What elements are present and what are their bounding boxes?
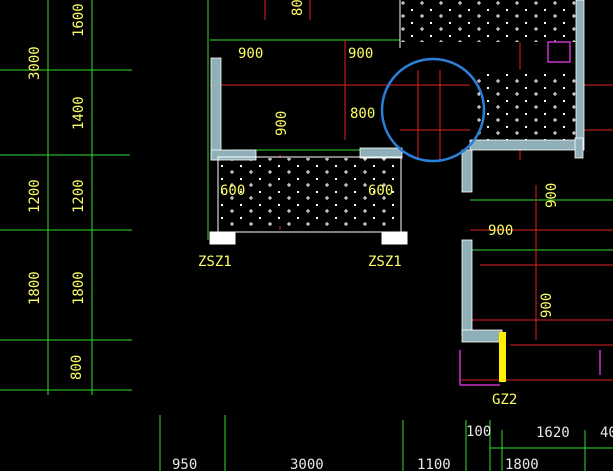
label-900-mid-vertical: 900 bbox=[274, 111, 290, 136]
dim-left-outer-3: 1800 bbox=[27, 271, 43, 305]
label-zsz1-right: ZSZ1 bbox=[368, 254, 402, 270]
dim-bottom-1620: 1620 bbox=[536, 425, 570, 441]
label-800-top: 800 bbox=[290, 0, 306, 16]
room-dimension-labels: 900 900 800 900 800 900 900 900 600 600 bbox=[220, 0, 560, 318]
label-900-right-vertical: 900 bbox=[544, 183, 560, 208]
gz2-column[interactable] bbox=[499, 332, 506, 382]
label-900-top-mid: 900 bbox=[348, 46, 373, 62]
label-600-slab-left: 600 bbox=[220, 183, 245, 199]
label-900-top-left: 900 bbox=[238, 46, 263, 62]
label-900-right-vertical-2: 900 bbox=[539, 293, 555, 318]
bottom-dimension-labels: 100 1620 40 950 3000 1100 1800 bbox=[172, 424, 613, 471]
magenta-markers bbox=[459, 41, 601, 386]
dim-bottom-40: 40 bbox=[600, 425, 613, 441]
dim-left-inner-3: 1200 bbox=[71, 179, 87, 213]
dim-left-inner-1: 1600 bbox=[71, 3, 87, 37]
slab-hatch-areas bbox=[218, 0, 578, 226]
dim-left-inner-2: 1400 bbox=[71, 96, 87, 130]
dim-bottom-3000: 3000 bbox=[290, 457, 324, 471]
left-dimension-labels: 3000 1200 1800 800 1600 1400 1200 1800 bbox=[27, 3, 87, 380]
label-zsz1-left: ZSZ1 bbox=[198, 254, 232, 270]
label-gz2: GZ2 bbox=[492, 392, 517, 408]
dim-bottom-1100: 1100 bbox=[417, 457, 451, 471]
label-600-slab-right: 600 bbox=[368, 183, 393, 199]
slab-outlines bbox=[209, 0, 408, 245]
dim-left-outer-4: 800 bbox=[69, 355, 85, 380]
dim-left-outer-1: 3000 bbox=[27, 46, 43, 80]
selection-circle-highlight[interactable] bbox=[380, 57, 486, 163]
dim-left-inner-4: 1800 bbox=[71, 271, 87, 305]
dim-left-outer-2: 1200 bbox=[27, 179, 43, 213]
label-800-mid: 800 bbox=[350, 106, 375, 122]
dim-bottom-950: 950 bbox=[172, 457, 197, 471]
label-900-right-horizontal: 900 bbox=[488, 223, 513, 239]
dim-bottom-100: 100 bbox=[466, 424, 491, 440]
component-labels: ZSZ1 ZSZ1 GZ2 bbox=[198, 254, 517, 408]
dim-bottom-1800: 1800 bbox=[505, 457, 539, 471]
